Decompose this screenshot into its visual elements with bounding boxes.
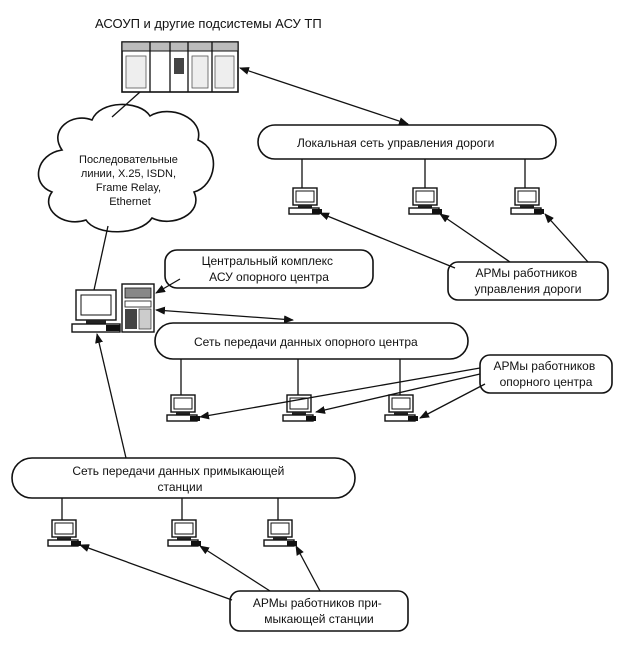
svg-text:Сеть передачи данных примыкающ: Сеть передачи данных примыкающей станции: [72, 464, 287, 494]
central-computer-icon: [71, 289, 121, 333]
server-rack-icon: [121, 41, 239, 93]
support-network-label: Сеть передачи данных опорного центра: [194, 335, 418, 349]
station-arm-line-1: АРМы работников при-: [253, 596, 382, 610]
road-network-bus: [257, 124, 557, 160]
wan-cloud-icon: [37, 103, 215, 233]
station-network-bus: [11, 457, 356, 499]
road-arm-line-2: управления дороги: [475, 282, 582, 296]
station-pc-2-icon: [167, 519, 202, 547]
central-complex-line-1: Центральный комплекс: [202, 254, 333, 268]
cloud-line-3: Frame Relay,: [96, 182, 161, 194]
road-arm-line-1: АРМы работников: [475, 266, 577, 280]
road-network-label: Локальная сеть управления дороги: [297, 136, 494, 150]
svg-text:АРМы работников управления: АРМы работников управления дороги: [475, 266, 582, 296]
station-arm-box: [229, 590, 409, 632]
road-pc-2-icon: [408, 187, 443, 215]
central-complex-box: [164, 249, 374, 289]
station-pc-1-icon: [47, 519, 82, 547]
svg-text:Последовательные линии, X.: Последовательные линии, X.25, ISDN, Fram…: [79, 154, 181, 208]
svg-text:АРМы работников опорного ц: АРМы работников опорного центра: [493, 359, 598, 389]
station-network-line-2: станции: [158, 480, 203, 494]
cloud-line-4: Ethernet: [109, 196, 151, 208]
support-arm-line-2: опорного центра: [500, 375, 593, 389]
support-arm-line-1: АРМы работников: [493, 359, 595, 373]
road-pc-1-icon: [288, 187, 323, 215]
support-pc-3-icon: [384, 394, 419, 422]
road-pc-3-icon: [510, 187, 545, 215]
station-arm-line-2: мыкающей станции: [264, 612, 373, 626]
central-server-icon: [121, 283, 155, 333]
svg-text:Центральный комплекс АСУ о: Центральный комплекс АСУ опорного центра: [202, 254, 337, 284]
central-complex-line-2: АСУ опорного центра: [209, 270, 329, 284]
svg-text:АРМы работников при- мыкаю: АРМы работников при- мыкающей станции: [253, 596, 385, 626]
support-pc-1-icon: [166, 394, 201, 422]
support-network-bus: [154, 322, 469, 360]
station-network-line-1: Сеть передачи данных примыкающей: [72, 464, 284, 478]
support-pc-2-icon: [282, 394, 317, 422]
cloud-line-1: Последовательные: [79, 154, 178, 166]
top-title: АСОУП и другие подсистемы АСУ ТП: [95, 16, 322, 31]
cloud-line-2: линии, X.25, ISDN,: [81, 168, 176, 180]
station-pc-3-icon: [263, 519, 298, 547]
road-arm-box: [447, 261, 609, 301]
